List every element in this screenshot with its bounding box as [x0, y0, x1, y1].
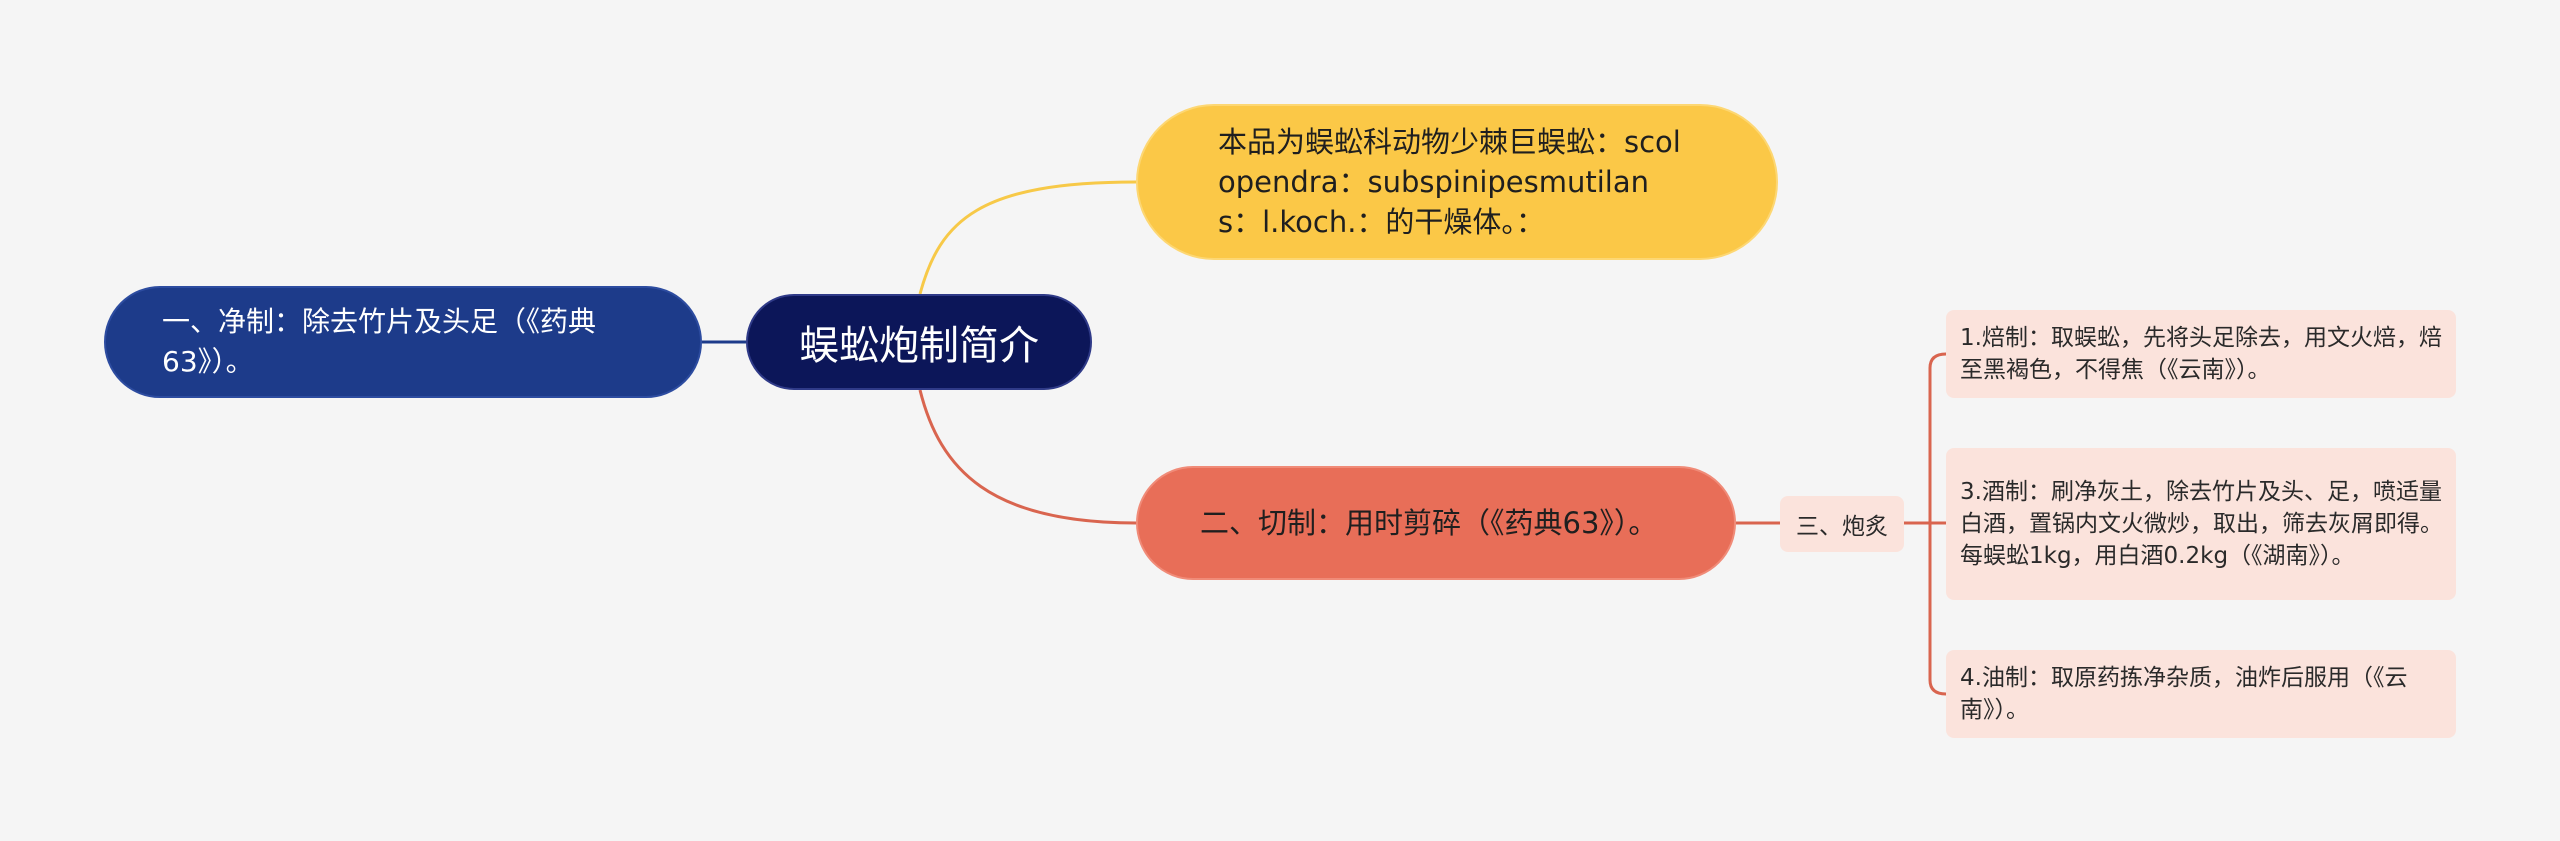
branch-node-cutting[interactable]: 二、切制：用时剪碎（《药典63》）。 [1136, 466, 1736, 580]
leaf-label-wine: 3.酒制：刷净灰土，除去竹片及头、足，喷适量白酒，置锅内文火微炒，取出，筛去灰屑… [1960, 479, 2443, 569]
branch-label-purification: 一、净制：除去竹片及头足（《药典63》）。 [162, 305, 597, 378]
branch-node-processing[interactable]: 三、炮炙 [1780, 496, 1904, 552]
root-node[interactable]: 蜈蚣炮制简介 [746, 294, 1092, 390]
branch-label-cutting: 二、切制：用时剪碎（《药典63》）。 [1200, 506, 1658, 540]
leaf-node-oil[interactable]: 4.油制：取原药拣净杂质，油炸后服用（《云南》）。 [1946, 650, 2456, 738]
leaf-node-wine[interactable]: 3.酒制：刷净灰土，除去竹片及头、足，喷适量白酒，置锅内文火微炒，取出，筛去灰屑… [1946, 448, 2456, 600]
leaf-label-oil: 4.油制：取原药拣净杂质，油炸后服用（《云南》）。 [1960, 665, 2408, 723]
branch-label-processing: 三、炮炙 [1796, 514, 1888, 540]
link-root-righttop [918, 180, 1137, 295]
link-root-rightbottom [918, 389, 1137, 525]
leaf-node-baking[interactable]: 1.焙制：取蜈蚣，先将头足除去，用文火焙，焙至黑褐色，不得焦（《云南》）。 [1946, 310, 2456, 398]
leaf-label-baking: 1.焙制：取蜈蚣，先将头足除去，用文火焙，焙至黑褐色，不得焦（《云南》）。 [1960, 325, 2442, 383]
link-trunk [1928, 352, 1947, 696]
root-label: 蜈蚣炮制简介 [799, 323, 1039, 369]
branch-node-purification[interactable]: 一、净制：除去竹片及头足（《药典63》）。 [104, 286, 702, 398]
branch-node-description[interactable]: 本品为蜈蚣科动物少棘巨蜈蚣：scolopendra：subspinipesmut… [1136, 104, 1778, 260]
branch-label-description: 本品为蜈蚣科动物少棘巨蜈蚣：scolopendra：subspinipesmut… [1218, 125, 1681, 239]
